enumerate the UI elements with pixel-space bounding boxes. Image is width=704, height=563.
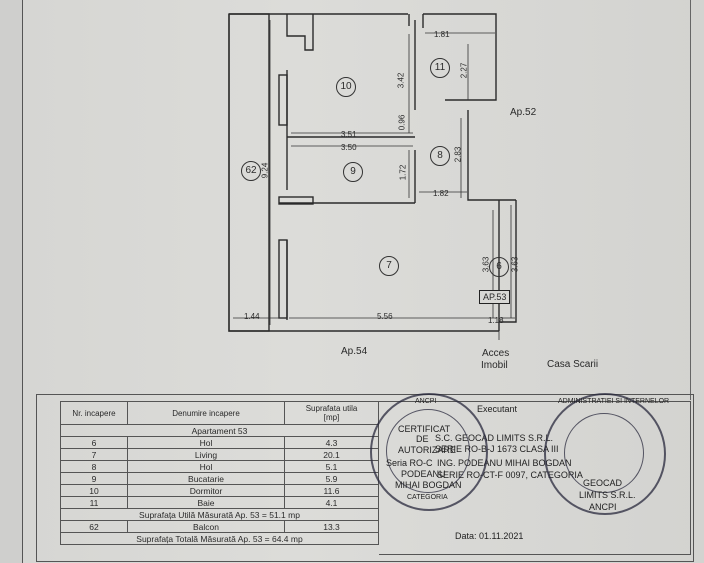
total-summary: Suprafața Totală Măsurată Ap. 53 = 64.4 … — [60, 532, 379, 545]
stamp-left-line3: AUTORIZARE — [398, 445, 456, 455]
stamp-left-ring: ANCPI — [415, 398, 437, 405]
room-number-62: 62 — [241, 161, 261, 181]
stamp-right-ring1: ADMINISTRATIEI SI INTERNELOR — [558, 398, 670, 405]
wall-column-1 — [278, 74, 288, 126]
stairwell-label: Casa Scarii — [547, 359, 599, 370]
dim-1-82: 1.82 — [433, 189, 449, 198]
executant-serie: SERIE RO-B-J 1673 CLASA III — [435, 444, 559, 454]
stamp-right-line1: GEOCAD — [583, 478, 623, 488]
margin-line-right — [690, 0, 691, 400]
dim-5-56: 5.56 — [377, 312, 393, 321]
dim-2-83: 2.83 — [453, 146, 463, 163]
stamp-right-inner — [564, 413, 644, 493]
stamp-right-line2: LIMITS S.R.L. — [579, 490, 636, 500]
dim-2-27: 2.27 — [459, 62, 469, 79]
wall-beam — [278, 196, 314, 205]
stamp-right — [544, 393, 666, 515]
wall-top-jog — [286, 14, 314, 51]
stamp-left-line6: MIHAI BOGDAN — [395, 480, 462, 490]
dim-1-81: 1.81 — [434, 30, 450, 39]
stamp-left-line2: DE — [416, 434, 429, 444]
room-number-11: 11 — [430, 58, 450, 78]
dim-3-42: 3.42 — [396, 72, 406, 89]
apartment-title: Apartament 53 — [60, 424, 379, 437]
wall-column-2 — [278, 239, 288, 319]
balcony-strip — [228, 13, 270, 332]
wall-hall-right — [467, 110, 516, 201]
header-suprafata-l1: Suprafata utila — [305, 404, 358, 413]
room-number-9: 9 — [343, 162, 363, 182]
stamp-left-line7: CATEGORIA — [407, 494, 448, 501]
stamp-left-line1: CERTIFICAT — [398, 424, 451, 434]
stamp-left-line5: PODEANU — [401, 469, 446, 479]
stamp-left — [370, 393, 488, 511]
dim-1-44: 1.44 — [244, 312, 260, 321]
room-number-6: 6 — [489, 257, 509, 277]
dim-3-51: 3.51 — [341, 130, 357, 139]
room-number-8: 8 — [430, 146, 450, 166]
header-suprafata: Suprafata utila [mp] — [284, 401, 379, 425]
neighbor-ap52: Ap.52 — [510, 107, 537, 118]
dim-1-18: 1.18 — [488, 316, 504, 325]
stamp-left-inner — [386, 409, 470, 493]
apartment-label: AP.53 — [479, 290, 511, 304]
executant-panel — [379, 401, 691, 555]
header-nr: Nr. incapere — [60, 401, 128, 425]
rooms-table: Nr. incapere Denumire incapere Suprafata… — [60, 401, 379, 545]
executant-company: S.C. GEOCAD LIMITS S.R.L. — [435, 433, 554, 443]
access-label-1: Acces — [482, 348, 510, 359]
dim-9-24: 9.24 — [260, 162, 270, 179]
dim-0-96: 0.96 — [397, 114, 407, 131]
dim-3-50: 3.50 — [341, 143, 357, 152]
room-number-10: 10 — [336, 77, 356, 97]
document-sheet: 1.81 2.27 3.42 3.51 0.96 3.50 2.83 9.24 … — [22, 0, 704, 563]
header-suprafata-l2: [mp] — [323, 413, 340, 422]
util-summary: Suprafața Utilă Măsurată Ap. 53 = 51.1 m… — [60, 508, 379, 521]
executant-date: Data: 01.11.2021 — [455, 531, 524, 541]
executant-title: Executant — [477, 404, 518, 414]
bottom-frame — [36, 394, 694, 562]
neighbor-ap54: Ap.54 — [341, 346, 368, 357]
room-number-7: 7 — [379, 256, 399, 276]
dim-3-63-b: 3.63 — [510, 256, 520, 273]
wall-top-right — [423, 13, 497, 101]
wall-stair — [499, 200, 517, 323]
stamp-left-line4: Seria RO-C — [386, 458, 433, 468]
executant-serie2: SERIE RO-CT-F 0097, CATEGORIA — [437, 470, 583, 480]
dim-1-72: 1.72 — [398, 164, 408, 181]
executant-ing: ING. PODEANU MIHAI BOGDAN — [437, 458, 572, 468]
header-denumire: Denumire incapere — [127, 401, 285, 425]
stamp-right-ring2: ANCPI — [589, 502, 617, 512]
access-label-2: Imobil — [481, 360, 508, 371]
floor-plan — [228, 13, 517, 340]
